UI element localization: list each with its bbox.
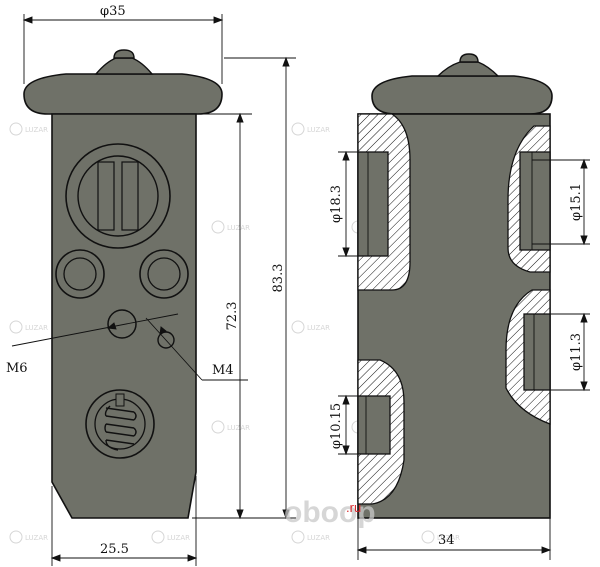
- watermark-text: LUZAR: [307, 324, 330, 332]
- watermark-text: LUZAR: [25, 534, 48, 542]
- watermark-mark: [211, 420, 225, 434]
- dim-bore-lower-left: φ10.15: [329, 403, 344, 449]
- bore-lower-left: [357, 395, 391, 455]
- watermark-mark: [9, 122, 23, 136]
- dim-bore-lower-right: φ11.3: [569, 333, 584, 371]
- thread-label-m4: M4: [212, 363, 234, 378]
- front-large-port-slot-left: [97, 161, 115, 231]
- thread-label-m6: M6: [6, 361, 28, 376]
- dim-total-height: 83.3: [271, 264, 286, 293]
- watermark-text: LUZAR: [227, 424, 250, 432]
- side-view: [357, 53, 553, 519]
- side-cap: [371, 75, 553, 115]
- watermark-text: LUZAR: [167, 534, 190, 542]
- front-view: [23, 49, 223, 519]
- spring-stem: [115, 393, 125, 407]
- bore-upper-left: [357, 151, 389, 257]
- watermark-text: LUZAR: [25, 324, 48, 332]
- watermark-mark: [151, 530, 165, 544]
- watermark-mark: [291, 530, 305, 544]
- dim-bore-upper-left: φ18.3: [329, 185, 344, 223]
- front-right-hole-inner: [147, 257, 181, 291]
- watermark-text: LUZAR: [227, 224, 250, 232]
- spring-coils: [104, 405, 137, 451]
- front-cap-dome: [94, 57, 154, 75]
- dim-body-height: 72.3: [225, 302, 240, 331]
- side-cap-knob: [459, 53, 479, 63]
- watermark-text: LUZAR: [307, 126, 330, 134]
- watermark-mark: [211, 220, 225, 234]
- dim-bottom-width: 25.5: [100, 542, 129, 557]
- m6-thread-hole: [107, 309, 137, 339]
- front-dimensions: [11, 14, 296, 566]
- dim-bore-upper-right: φ15.1: [569, 183, 584, 221]
- side-dimensions: [338, 150, 590, 560]
- front-left-hole-inner: [63, 257, 97, 291]
- front-large-port-slot-right: [121, 161, 139, 231]
- brand-wordmark: oboop: [284, 496, 376, 529]
- watermark-mark: [291, 122, 305, 136]
- dim-top-width: φ35: [100, 4, 126, 19]
- watermark-text: LUZAR: [437, 534, 460, 542]
- watermark-mark: [421, 530, 435, 544]
- front-large-port-inner: [77, 155, 159, 237]
- watermark-text: LUZAR: [307, 534, 330, 542]
- watermark-mark: [9, 530, 23, 544]
- brand-suffix: .ru: [346, 500, 361, 515]
- front-cap-knob: [113, 49, 135, 59]
- watermark-mark: [291, 320, 305, 334]
- watermark-text: LUZAR: [25, 126, 48, 134]
- watermark-mark: [9, 320, 23, 334]
- front-cap: [23, 73, 223, 115]
- bore-upper-right: [519, 151, 551, 251]
- brand-logo: oboop .ru: [284, 496, 376, 529]
- bore-lower-right: [523, 313, 551, 391]
- dim-side-width: 34: [438, 533, 455, 548]
- side-cap-dome: [436, 61, 500, 77]
